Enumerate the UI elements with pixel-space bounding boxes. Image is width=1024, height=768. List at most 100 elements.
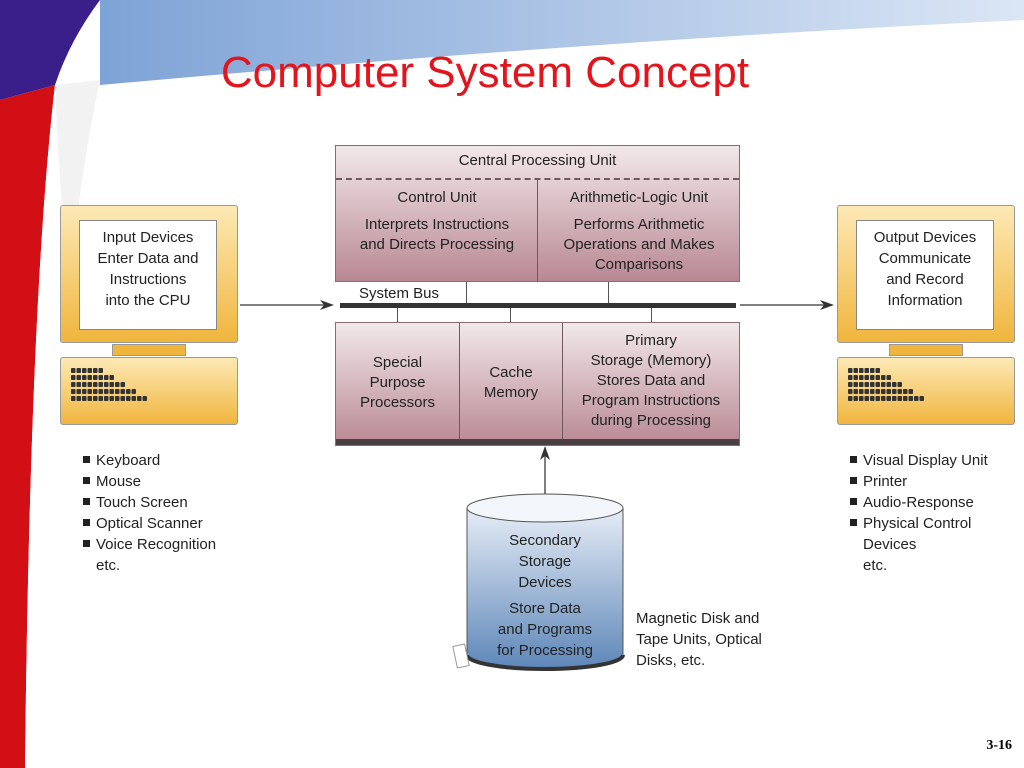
key [120,396,125,401]
key [93,382,98,387]
key [864,382,869,387]
bank-base [336,439,739,445]
note-line: Magnetic Disk and [636,610,760,627]
key [892,396,897,401]
key [126,389,131,394]
key [71,389,76,394]
key [864,375,869,380]
key [870,368,875,373]
key [93,375,98,380]
key [82,382,87,387]
key [864,368,869,373]
key [903,396,908,401]
key [104,389,109,394]
key [109,396,114,401]
cache-line: Cache [489,364,533,381]
secondary-line: Secondary [509,532,581,549]
key [864,396,869,401]
special-line: Processors [359,394,436,411]
key [870,375,875,380]
key [98,382,103,387]
control-unit-line: and Directs Processing [359,236,515,253]
key [71,368,76,373]
key [886,375,891,380]
key [115,382,120,387]
key [93,396,98,401]
key [126,396,131,401]
storage-arrow-head-up [540,446,550,460]
cache-line: Memory [483,384,539,401]
note-line: Disks, etc. [636,652,706,669]
key [76,382,81,387]
special-line: Purpose [369,374,426,391]
key [903,389,908,394]
secondary-line: Devices [518,574,572,591]
cylinder-top [466,493,624,523]
key [853,382,858,387]
system-bus-label: System Bus [357,285,442,302]
key [881,396,886,401]
key [87,396,92,401]
primary-line: Program Instructions [581,392,721,409]
key [109,389,114,394]
key [914,396,919,401]
stray-mark [452,643,470,669]
list-item: Keyboard [82,450,216,471]
key [142,396,147,401]
primary-storage: Primary Storage (Memory) Stores Data and… [563,331,739,431]
input-screen-line: Input Devices [102,229,194,246]
input-monitor-stand [112,344,186,356]
key [859,382,864,387]
alu: Arithmetic-Logic Unit Performs Arithmeti… [540,188,738,275]
primary-line: during Processing [590,412,712,429]
key [886,396,891,401]
key [853,389,858,394]
key [848,389,853,394]
key [87,375,92,380]
alu-line: Comparisons [594,256,684,273]
key [82,368,87,373]
input-monitor: Input Devices Enter Data and Instruction… [60,205,238,343]
list-item: etc. [863,557,888,574]
bus-wire [397,307,398,323]
list-item: Mouse [82,471,216,492]
list-item: Visual Display Unit [849,450,988,471]
key [115,389,120,394]
key [864,389,869,394]
key [859,389,864,394]
list-item: etc. [96,557,121,574]
alu-line: Performs Arithmetic [573,216,705,233]
secondary-storage-desc: Store Data and Programs for Processing [470,598,620,661]
key [848,382,853,387]
key [859,368,864,373]
input-screen-line: into the CPU [105,292,191,309]
key [875,389,880,394]
output-screen-line: Output Devices [873,229,977,246]
bus-wire [466,282,467,304]
output-device-list: Visual Display Unit Printer Audio-Respon… [849,450,988,576]
system-bus [340,303,736,308]
key [886,382,891,387]
key [87,389,92,394]
cache-memory: Cache Memory [460,363,562,403]
output-screen-line: and Record [886,271,964,288]
input-arrow-head [320,300,334,310]
cpu-panel: Central Processing Unit Control Unit Int… [335,145,740,282]
key [908,389,913,394]
key [98,396,103,401]
key [87,382,92,387]
special-line: Special [372,354,423,371]
memory-bank: Special Purpose Processors Cache Memory … [335,322,740,446]
key [120,382,125,387]
key [137,396,142,401]
key [881,382,886,387]
key [98,375,103,380]
output-monitor-stand [889,344,963,356]
output-keyboard [837,357,1015,425]
note-line: Tape Units, Optical [636,631,762,648]
secondary-storage-title: Secondary Storage Devices [470,530,620,593]
key [875,396,880,401]
key [897,389,902,394]
key [109,382,114,387]
